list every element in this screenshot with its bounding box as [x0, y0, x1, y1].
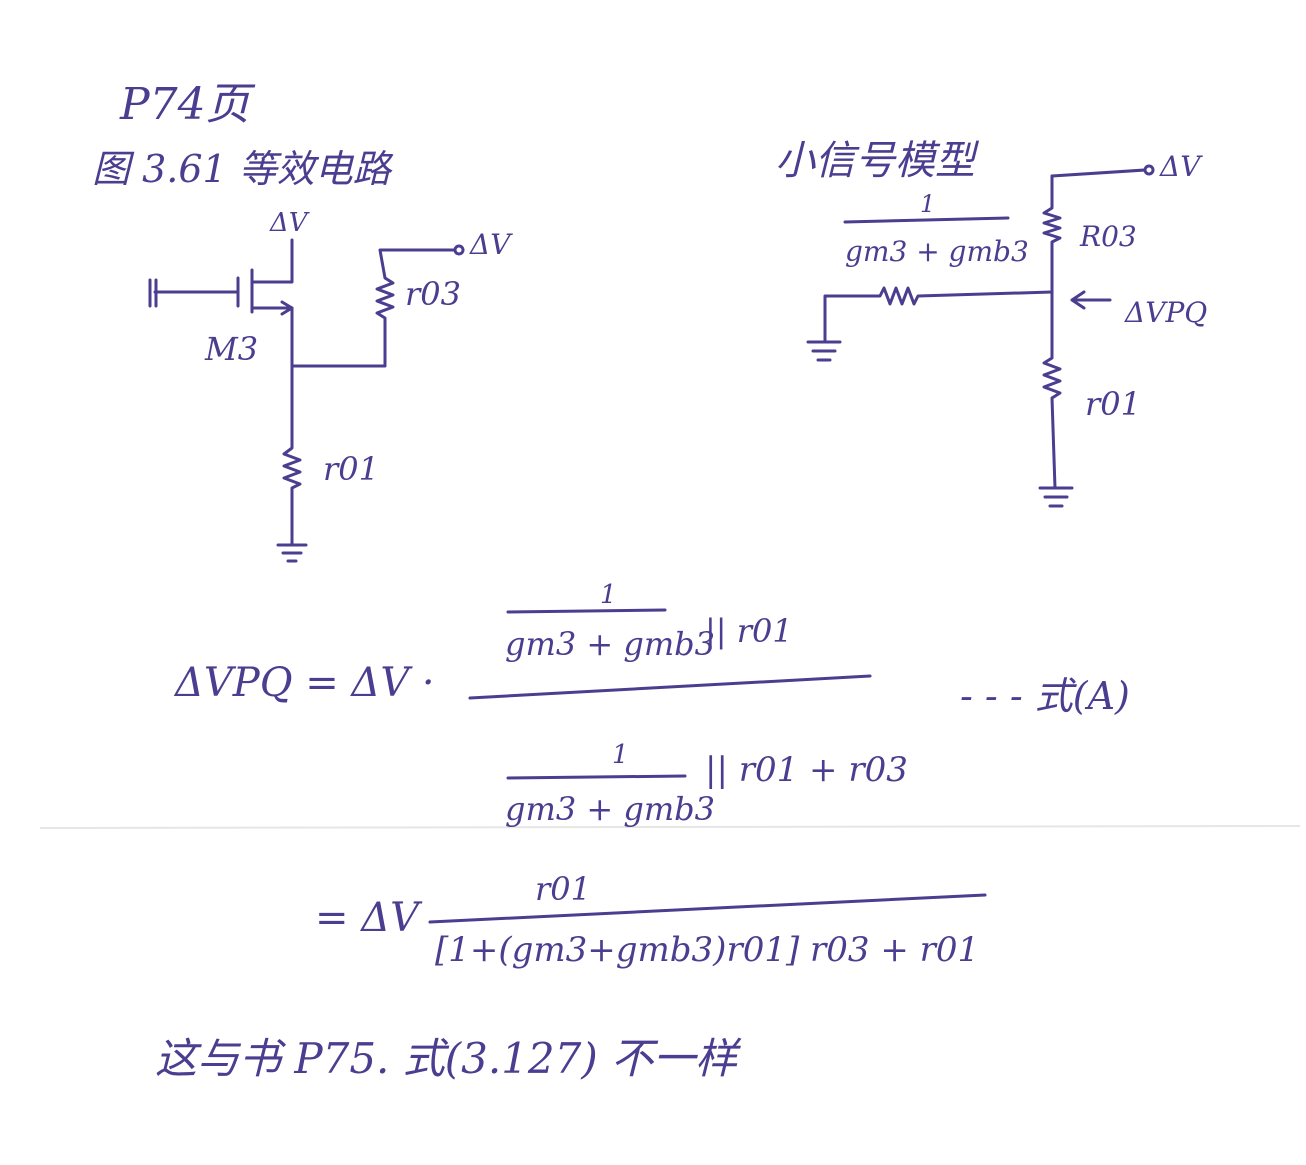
transistor-label: M3	[205, 330, 259, 368]
fraction-bar	[506, 774, 687, 780]
fraction-bar	[506, 608, 667, 614]
gm-resistor	[823, 286, 1054, 342]
supply-wire	[1050, 168, 1147, 178]
page-ref: P74页	[120, 79, 250, 130]
right-circuit	[806, 164, 1155, 508]
equation-b-denominator: [1+(gm3+gmb3)r01] r03 + r01	[435, 930, 980, 970]
equation-a-lhs: ΔVPQ = ΔV ·	[175, 660, 435, 706]
supply-label: ΔV	[1160, 150, 1201, 183]
fraction-bar	[843, 216, 1010, 224]
left-circuit	[148, 238, 465, 563]
equation-tag: - - - 式(A)	[960, 674, 1130, 718]
fraction-numerator: 1	[920, 190, 936, 218]
num-tail: || r01	[705, 612, 793, 650]
output-label: ΔV	[470, 228, 511, 261]
node-label: ΔVPQ	[1125, 296, 1208, 329]
arrow-left-icon	[1070, 290, 1112, 310]
den-frac-den: gm3 + gmb3	[505, 790, 716, 828]
den-frac-num: 1	[612, 740, 629, 770]
fraction-denominator: gm3 + gmb3	[845, 235, 1029, 268]
equation-b-lhs: = ΔV	[315, 895, 420, 941]
source-arrow-icon	[250, 300, 294, 316]
ground-icon	[276, 543, 308, 563]
main-fraction-bar	[468, 674, 872, 700]
r01-label: r01	[1085, 385, 1142, 423]
num-frac-den: gm3 + gmb3	[505, 625, 716, 663]
main-fraction-bar	[428, 893, 987, 924]
output-terminal	[453, 244, 465, 256]
gate-source-symbol	[148, 278, 158, 308]
equation-b-numerator: r01	[535, 870, 592, 908]
supply-label: ΔV	[270, 208, 308, 238]
ground-icon	[806, 340, 842, 362]
figure-caption: 图 3.61 等效电路	[92, 147, 391, 191]
drain-wire	[250, 238, 294, 284]
r03-label: R03	[1080, 220, 1137, 253]
supply-terminal	[1143, 164, 1155, 176]
num-frac-num: 1	[600, 580, 617, 610]
model-title: 小信号模型	[775, 138, 975, 184]
r03-label: r03	[405, 275, 462, 313]
ground-icon	[1038, 486, 1074, 508]
r01-resistor	[282, 306, 302, 547]
divider	[39, 825, 1301, 829]
right-vertical-resistors	[1042, 174, 1062, 490]
footnote: 这与书 P75. 式(3.127) 不一样	[155, 1034, 738, 1083]
r03-resistor	[290, 248, 457, 368]
r01-label: r01	[323, 450, 380, 488]
den-tail: || r01 + r03	[705, 750, 908, 790]
